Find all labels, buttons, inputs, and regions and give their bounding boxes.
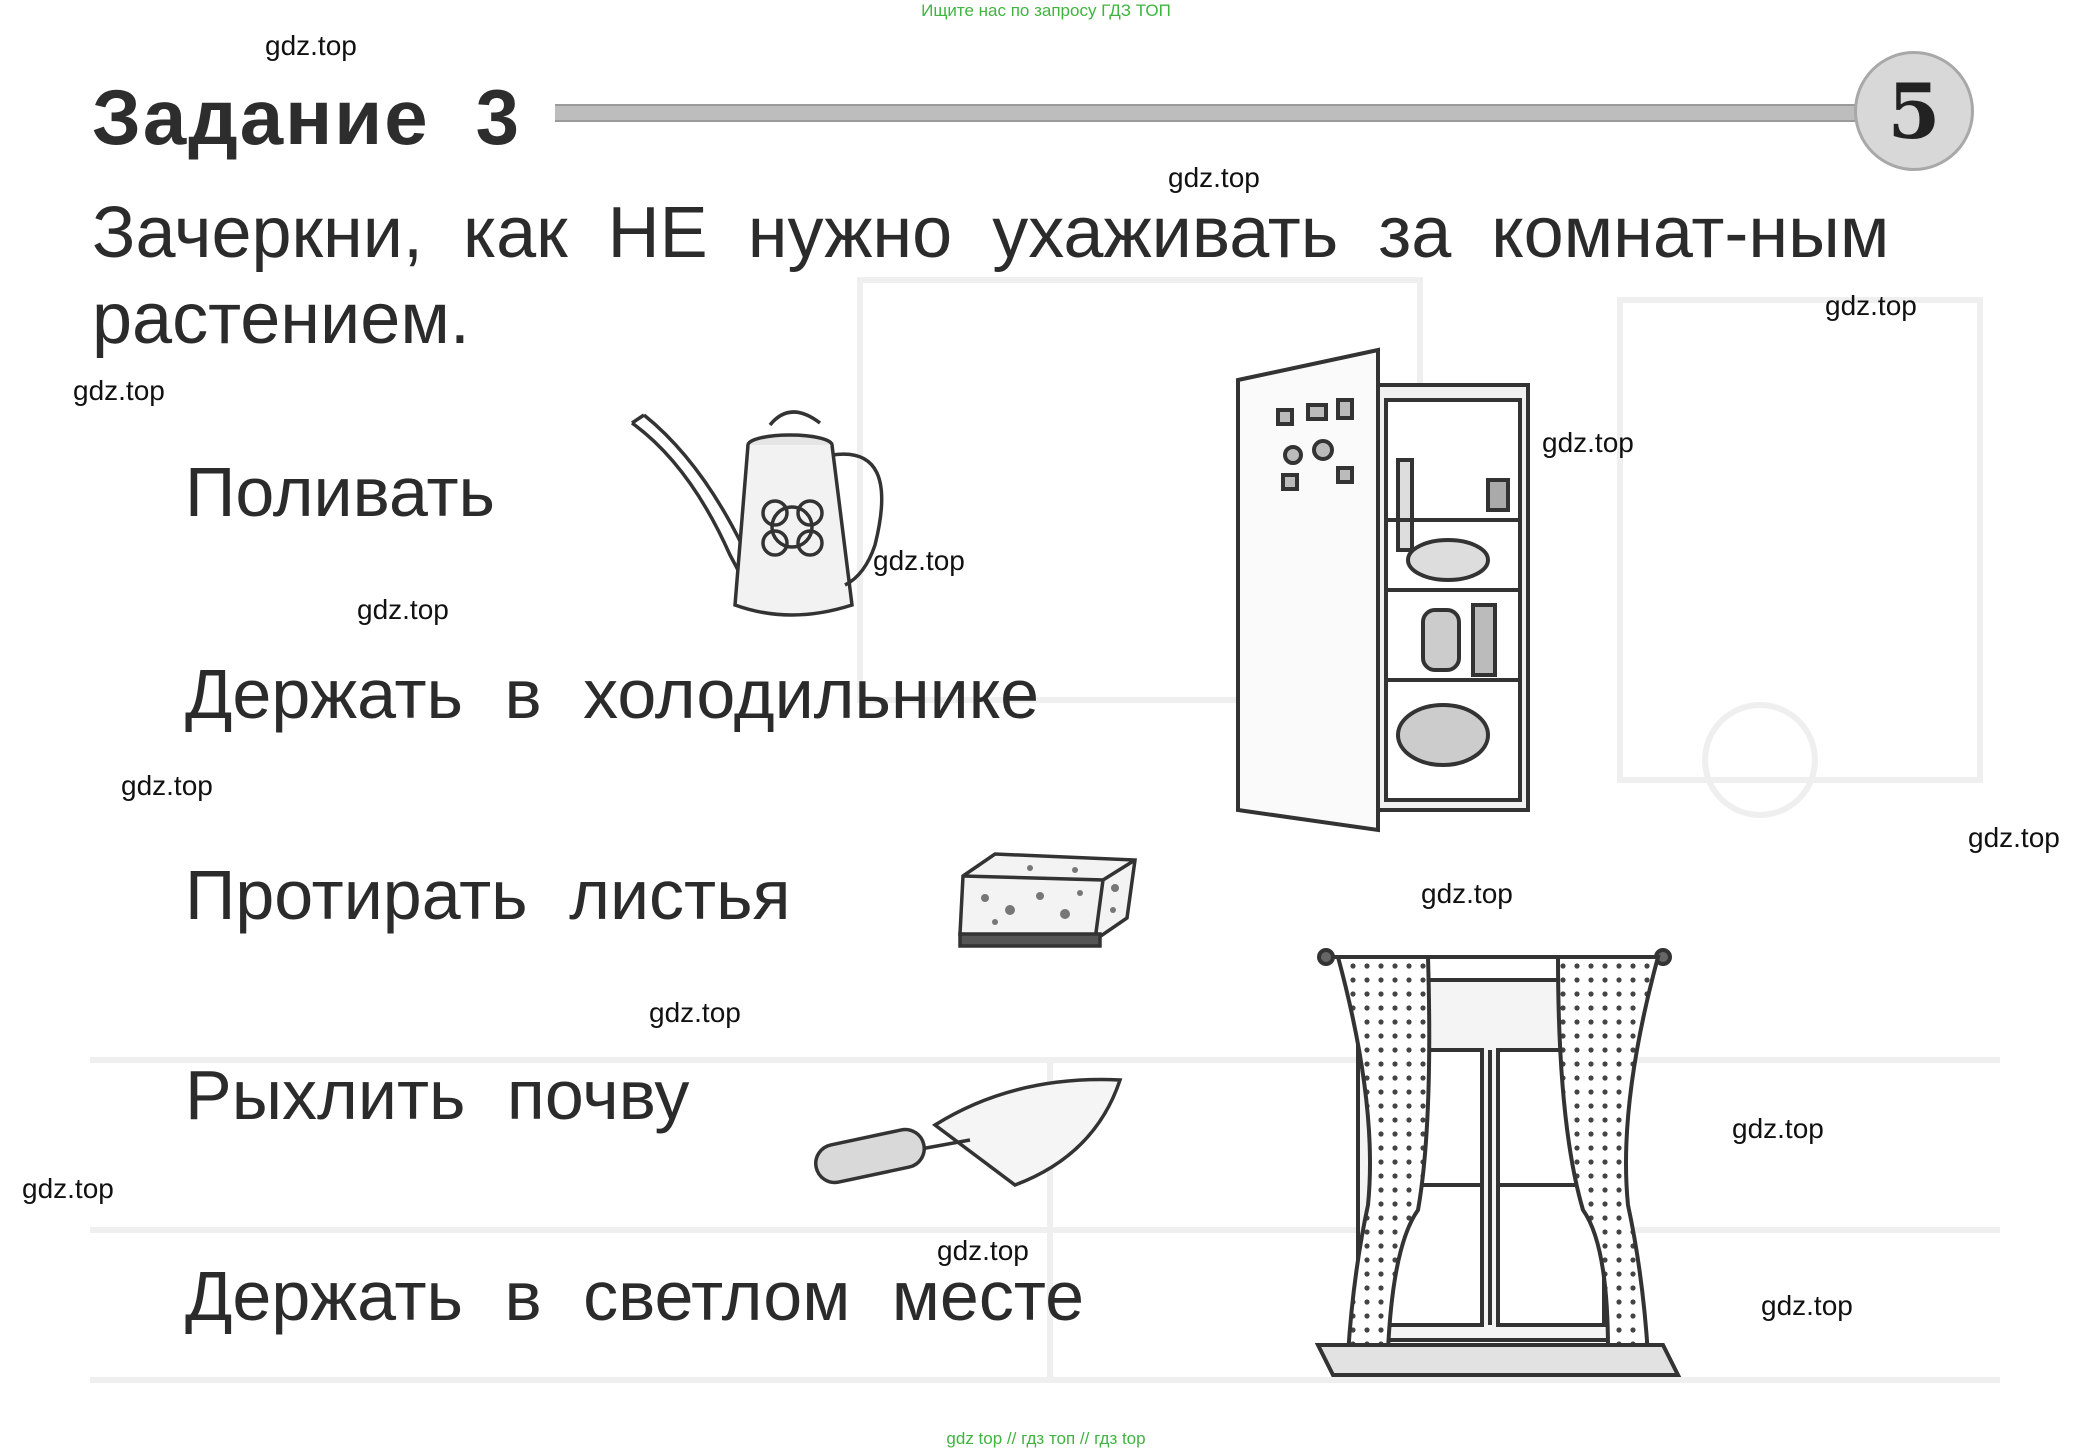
page-badge: 5 — [1854, 51, 1974, 171]
watermark-5: gdz.top — [1542, 427, 1634, 458]
sponge-icon — [958, 852, 1137, 948]
site-note-top: Ищите нас по запросу ГДЗ ТОП — [921, 1, 1171, 20]
watermark-11: gdz.top — [649, 997, 741, 1028]
task-heading: Задание 3 — [92, 72, 521, 163]
watermark-7: gdz.top — [357, 594, 449, 625]
site-note-bottom: gdz top // гдз топ // гдз top — [946, 1429, 1146, 1448]
option-bright-place[interactable]: Держать в светлом месте — [185, 1257, 1085, 1335]
watermark-13: gdz.top — [22, 1173, 114, 1204]
task-number: 3 — [475, 73, 521, 161]
watermark-12: gdz.top — [1732, 1113, 1824, 1144]
option-loosen-soil[interactable]: Рыхлить почву — [185, 1056, 690, 1134]
watermark-1: gdz.top — [265, 30, 357, 61]
watermark-4: gdz.top — [73, 375, 165, 406]
refrigerator-icon — [1236, 347, 1530, 833]
trowel-icon — [814, 1077, 1123, 1187]
option-wipe-leaves[interactable]: Протирать листья — [185, 856, 791, 934]
watermark-2: gdz.top — [1168, 162, 1260, 193]
watermark-9: gdz.top — [1968, 822, 2060, 853]
option-fridge[interactable]: Держать в холодильнике — [185, 655, 1040, 733]
instruction-text: Зачеркни, как НЕ нужно ухаживать за комн… — [92, 193, 1890, 359]
watermark-3: gdz.top — [1825, 290, 1917, 321]
watering-can-icon — [630, 410, 884, 617]
watermark-10: gdz.top — [1421, 878, 1513, 909]
watermark-15: gdz.top — [1761, 1290, 1853, 1321]
watermark-14: gdz.top — [937, 1235, 1029, 1266]
window-icon — [1314, 948, 1682, 1377]
watermark-8: gdz.top — [121, 770, 213, 801]
option-watering[interactable]: Поливать — [185, 453, 495, 531]
task-title-word: Задание — [92, 73, 430, 161]
watermark-6: gdz.top — [873, 545, 965, 576]
heading-rule — [555, 104, 1860, 122]
